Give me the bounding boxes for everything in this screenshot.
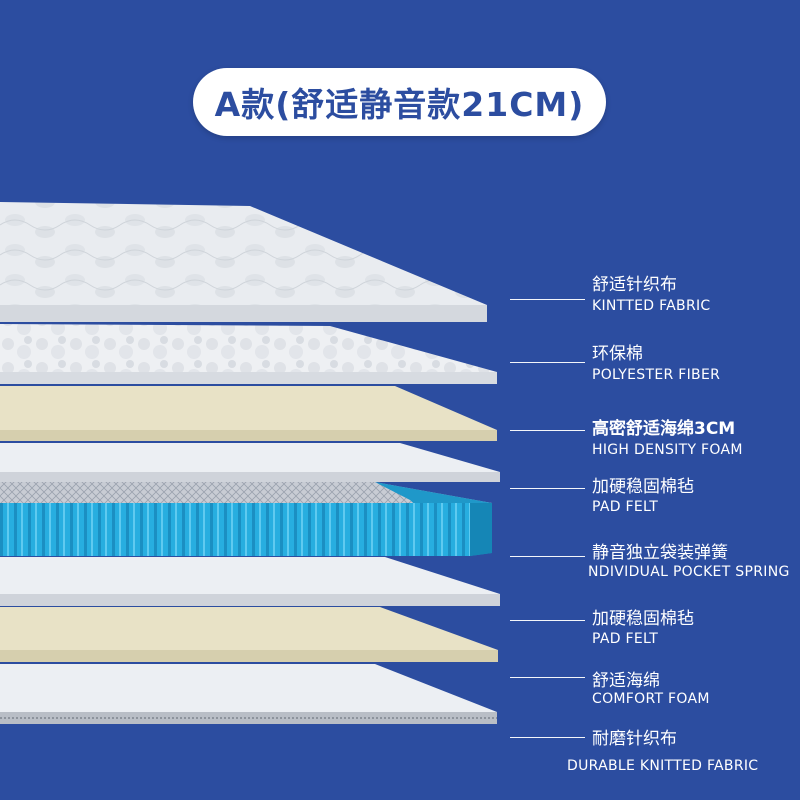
- leader-line: [510, 430, 585, 431]
- leader-line: [510, 620, 585, 621]
- label-cn: 静音独立袋装弹簧: [592, 543, 728, 563]
- layer-polyester-fiber: [0, 324, 497, 384]
- layer-comfort-foam: [0, 607, 498, 662]
- label-en: PAD FELT: [592, 499, 659, 515]
- label-en: POLYESTER FIBER: [592, 367, 721, 383]
- label-en: HIGH DENSITY FOAM: [592, 442, 743, 458]
- leader-line: [510, 677, 585, 678]
- label-cn: 舒适针织布: [592, 275, 677, 295]
- layer-pad-felt-top: [0, 443, 500, 482]
- label-cn: 环保棉: [592, 344, 643, 364]
- label-cn: 加硬稳固棉毡: [592, 609, 694, 629]
- layer-high-density-foam: [0, 386, 497, 441]
- label-en: COMFORT FOAM: [592, 691, 710, 707]
- leader-line: [510, 488, 585, 489]
- title-text: A款(舒适静音款21CM): [214, 85, 585, 124]
- label-en: PAD FELT: [592, 631, 659, 647]
- layer-knitted-fabric: [0, 202, 487, 322]
- label-en: KINTTED FABRIC: [592, 298, 711, 314]
- label-en: NDIVIDUAL POCKET SPRING: [588, 564, 790, 580]
- label-en: DURABLE KNITTED FABRIC: [567, 758, 759, 774]
- label-cn: 舒适海绵: [592, 671, 660, 691]
- layer-pocket-spring: [0, 482, 492, 556]
- title-badge: A款(舒适静音款21CM): [193, 68, 606, 136]
- leader-line: [510, 556, 585, 557]
- label-cn: 高密舒适海绵3CM: [592, 419, 736, 439]
- leader-line: [510, 362, 585, 363]
- leader-line: [510, 737, 585, 738]
- layer-durable-fabric: [0, 664, 497, 724]
- label-cn: 加硬稳固棉毡: [592, 477, 694, 497]
- label-cn: 耐磨针织布: [592, 729, 677, 749]
- layer-pad-felt-bottom: [0, 557, 500, 606]
- leader-line: [510, 299, 585, 300]
